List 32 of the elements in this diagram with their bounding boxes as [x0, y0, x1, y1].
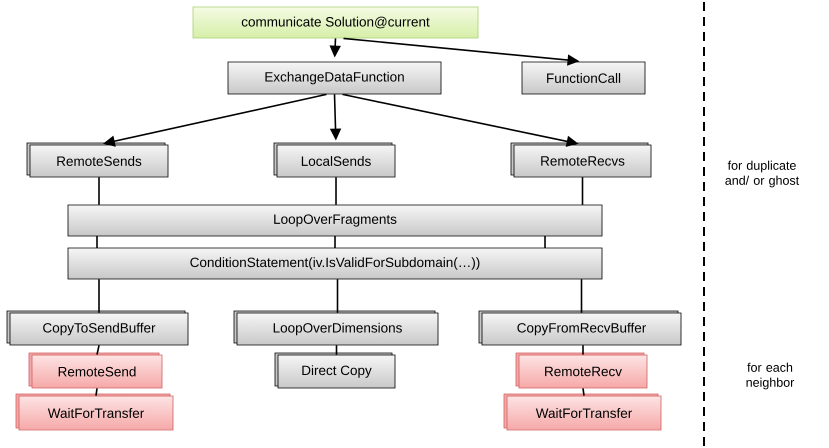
connector-line	[334, 236, 336, 248]
process-box: LoopOverFragments	[68, 204, 602, 236]
side-note: for duplicate and/ or ghost	[725, 160, 800, 188]
connector-line	[582, 177, 584, 205]
start-box: communicate Solution@current	[192, 6, 478, 38]
connector-line	[96, 236, 98, 248]
side-note: for each neighbor	[746, 362, 794, 390]
connector-line	[582, 345, 584, 355]
process-box: LocalSends	[274, 142, 396, 178]
process-box: RemoteSend	[28, 352, 162, 388]
process-box: Direct Copy	[274, 352, 396, 388]
process-box: ConditionStatement(iv.IsValidForSubdomain(…))	[68, 248, 602, 280]
process-box: WaitForTransfer	[504, 394, 662, 430]
connector-line	[95, 388, 98, 396]
process-box: CopyFromRecvBuffer	[478, 310, 682, 346]
process-box: CopyToSendBuffer	[6, 310, 188, 346]
process-box: WaitForTransfer	[16, 394, 174, 430]
process-box: FunctionCall	[522, 62, 646, 94]
process-box: RemoteRecvs	[510, 142, 652, 178]
connector-line	[582, 388, 585, 396]
process-box: LoopOverDimensions	[234, 310, 438, 346]
connector-line	[96, 345, 100, 355]
process-box: RemoteSends	[26, 142, 168, 178]
connector-line	[98, 177, 100, 205]
process-box: ExchangeDataFunction	[228, 62, 442, 94]
connector-line	[580, 279, 582, 313]
connector-line	[336, 345, 338, 355]
connector-line	[335, 177, 337, 205]
connector-line	[98, 279, 100, 313]
connector-line	[336, 279, 338, 313]
process-box: RemoteRecv	[516, 352, 648, 388]
connector-line	[544, 236, 546, 248]
